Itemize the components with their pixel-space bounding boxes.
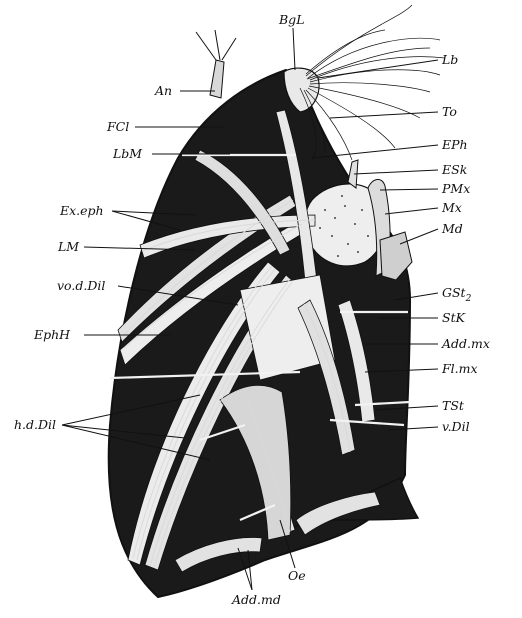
label-stk: StK: [442, 310, 466, 325]
label-h-d-dil: h.d.Dil: [14, 417, 56, 432]
label-fl-mx: Fl.mx: [441, 361, 478, 376]
label-to: To: [442, 104, 457, 119]
label-vo-d-dil: vo.d.Dil: [57, 278, 105, 293]
antenna: [210, 60, 224, 98]
label-esk: ESk: [441, 162, 467, 177]
label-md: Md: [441, 221, 463, 236]
label-add-md: Add.md: [231, 592, 281, 607]
label-mx: Mx: [441, 200, 462, 215]
label-lb: Lb: [441, 52, 458, 67]
label-eph: EPh: [441, 137, 468, 152]
label-gst2: GSt2: [442, 285, 472, 304]
label-v-dil: v.Dil: [442, 419, 470, 434]
label-lbm: LbM: [112, 146, 143, 161]
label-oe: Oe: [288, 568, 306, 583]
label-gst2-sub: 2: [465, 294, 472, 304]
label-pmx: PMx: [441, 181, 470, 196]
label-fcl: FCl: [106, 119, 129, 134]
label-tst: TSt: [442, 398, 465, 413]
label-an: An: [154, 83, 172, 98]
label-ephh: EphH: [33, 327, 71, 342]
label-bgl: BgL: [278, 12, 305, 27]
label-ex-eph: Ex.eph: [59, 203, 104, 218]
label-lm: LM: [57, 239, 80, 254]
label-add-mx: Add.mx: [441, 336, 490, 351]
